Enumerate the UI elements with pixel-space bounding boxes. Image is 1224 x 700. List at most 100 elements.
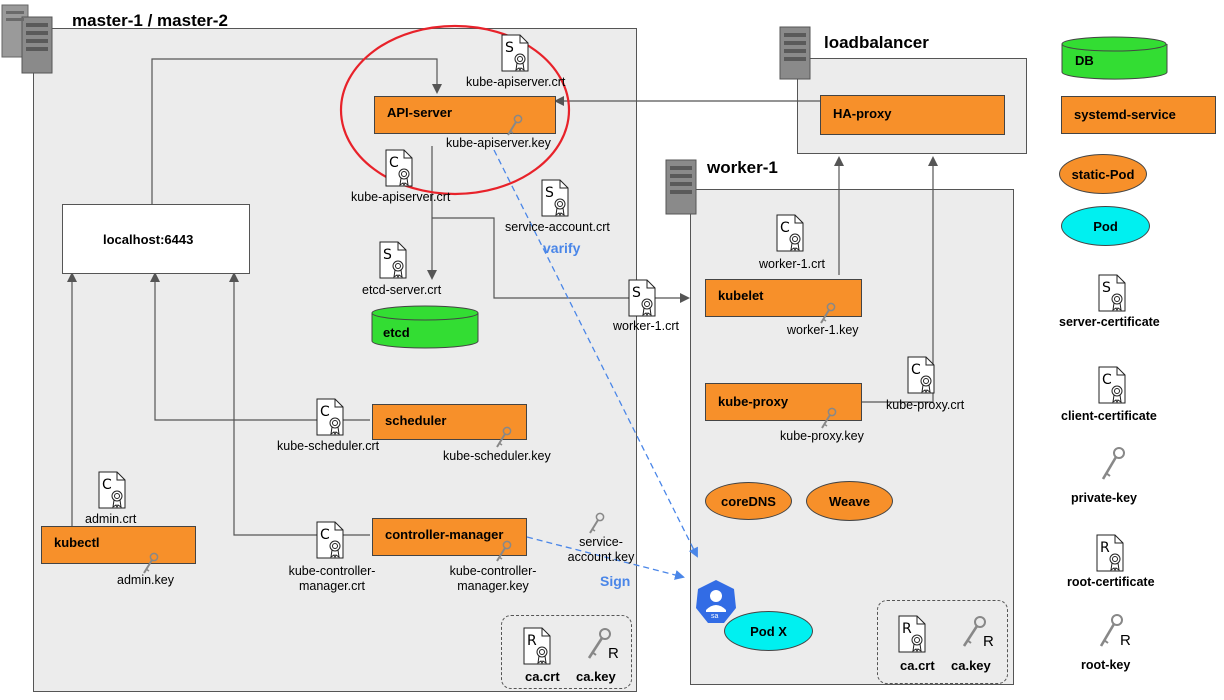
legend-static-pod: static-Pod (1059, 154, 1147, 194)
etcd-db[interactable]: etcd (371, 305, 479, 349)
kube-proxy-crt-label: kube-proxy.crt (886, 398, 965, 412)
legend-root-certificate-label: root-certificate (1067, 575, 1155, 589)
root-key-r: R (608, 645, 619, 662)
legend-db: DB (1061, 36, 1168, 80)
cert-letter: R (902, 621, 912, 637)
master-ca-crt-label: ca.crt (525, 669, 560, 684)
cert-letter: C (320, 527, 330, 543)
kube-apiserver-crt-label: kube-apiserver.crt (466, 75, 566, 89)
server-certificate-icon: S (540, 178, 570, 218)
cert-letter: S (545, 185, 554, 201)
api-server-node[interactable]: API-server (374, 96, 556, 134)
cert-letter: C (389, 155, 399, 171)
worker-ca-key-label: ca.key (951, 658, 991, 673)
cert-letter: S (505, 40, 514, 56)
worker-ca-box (877, 600, 1008, 684)
legend-server-certificate-label: server-certificate (1059, 315, 1160, 329)
service-account-key-label: service-account.key (567, 535, 635, 564)
legend-root-key-icon (1097, 614, 1125, 655)
cert-letter: S (383, 247, 392, 263)
server-certificate-icon: S (500, 33, 530, 73)
kube-scheduler-key-icon (494, 426, 512, 455)
client-certificate-icon: C (775, 213, 805, 253)
root-certificate-icon: R (522, 626, 552, 666)
coredns-pod[interactable]: coreDNS (705, 482, 792, 520)
varify-label: varify (543, 240, 581, 256)
loadbalancer-server-icon (779, 26, 811, 80)
root-key-icon (585, 628, 613, 667)
legend-root-key-r: R (1120, 632, 1131, 649)
kube-apiserver-key-label: kube-apiserver.key (446, 136, 551, 150)
client-certificate-icon: C (384, 148, 414, 188)
legend-private-key-icon (1099, 447, 1127, 488)
root-key-r: R (983, 633, 994, 650)
client-certificate-icon: C (315, 397, 345, 437)
cert-letter: C (102, 477, 112, 493)
cert-letter: S (1102, 280, 1111, 296)
client-certificate-icon: C (97, 470, 127, 510)
api-server-highlight-circle (339, 24, 571, 196)
worker-group-title: worker-1 (707, 158, 778, 177)
root-key-icon (960, 616, 988, 655)
kube-scheduler-key-label: kube-scheduler.key (443, 449, 551, 463)
master-group (33, 28, 637, 692)
legend-server-certificate-icon: S (1097, 273, 1127, 313)
master-ca-box (501, 615, 632, 689)
kube-proxy-key-icon (819, 407, 837, 436)
cert-letter: C (780, 220, 790, 236)
cert-letter: S (632, 285, 641, 301)
kubelet-node[interactable]: kubelet (705, 279, 862, 317)
client-certificate-icon: C (315, 520, 345, 560)
kube-apiserver-key-icon (505, 114, 523, 143)
kubectl-node[interactable]: kubectl (41, 526, 196, 564)
service-account-crt-label: service-account.crt (505, 220, 610, 234)
worker-group (690, 189, 1014, 685)
sign-label: Sign (600, 573, 631, 589)
etcd-label: etcd (383, 325, 410, 340)
worker-1-key-icon (818, 302, 836, 331)
worker-server-icon (665, 159, 697, 215)
admin-crt-label: admin.crt (85, 512, 137, 526)
master-ca-key-label: ca.key (576, 669, 616, 684)
legend-root-key-label: root-key (1081, 658, 1131, 672)
service-account-badge-icon: sa (694, 578, 738, 626)
kube-controller-manager-key-icon (494, 540, 512, 569)
worker-1-crt-label: worker-1.crt (759, 257, 825, 271)
kube-proxy-key-label: kube-proxy.key (780, 429, 864, 443)
localhost-node[interactable]: localhost:6443 (62, 204, 250, 274)
kube-apiserver-client-crt-label: kube-apiserver.crt (351, 190, 451, 204)
service-account-key-icon (587, 512, 605, 541)
cert-letter: C (1102, 372, 1112, 388)
worker-1-key-label: worker-1.key (787, 323, 859, 337)
server-certificate-icon: S (378, 240, 408, 280)
etcd-server-crt-label: etcd-server.crt (362, 283, 442, 297)
legend-pod: Pod (1061, 206, 1150, 246)
weave-pod[interactable]: Weave (806, 481, 893, 521)
legend-client-certificate-label: client-certificate (1061, 409, 1157, 423)
cert-letter: R (1100, 540, 1110, 556)
kube-proxy-node[interactable]: kube-proxy (705, 383, 862, 421)
legend-systemd-service: systemd-service (1061, 96, 1216, 134)
worker-1-crt-out-label: worker-1.crt (613, 319, 679, 333)
cert-letter: C (911, 362, 921, 378)
legend-client-certificate-icon: C (1097, 365, 1127, 405)
master-server-icon (1, 4, 53, 74)
admin-key-icon (141, 552, 159, 581)
kube-controller-manager-key-label: kube-controller-manager.key (449, 564, 537, 593)
kube-controller-manager-crt-label: kube-controller-manager.crt (288, 564, 376, 593)
pod-x[interactable]: Pod X (724, 611, 813, 651)
ha-proxy-node[interactable]: HA-proxy (820, 95, 1005, 135)
sa-badge-text: sa (711, 613, 719, 620)
cert-letter: C (320, 404, 330, 420)
worker-ca-crt-label: ca.crt (900, 658, 935, 673)
root-certificate-icon: R (897, 614, 927, 654)
loadbalancer-group-title: loadbalancer (824, 33, 929, 52)
client-certificate-icon: C (906, 355, 936, 395)
server-certificate-icon: S (627, 278, 657, 318)
scheduler-node[interactable]: scheduler (372, 404, 527, 440)
kube-scheduler-crt-label: kube-scheduler.crt (277, 439, 380, 453)
master-group-title: master-1 / master-2 (72, 11, 228, 30)
controller-manager-node[interactable]: controller-manager (372, 518, 527, 556)
admin-key-label: admin.key (117, 573, 174, 587)
